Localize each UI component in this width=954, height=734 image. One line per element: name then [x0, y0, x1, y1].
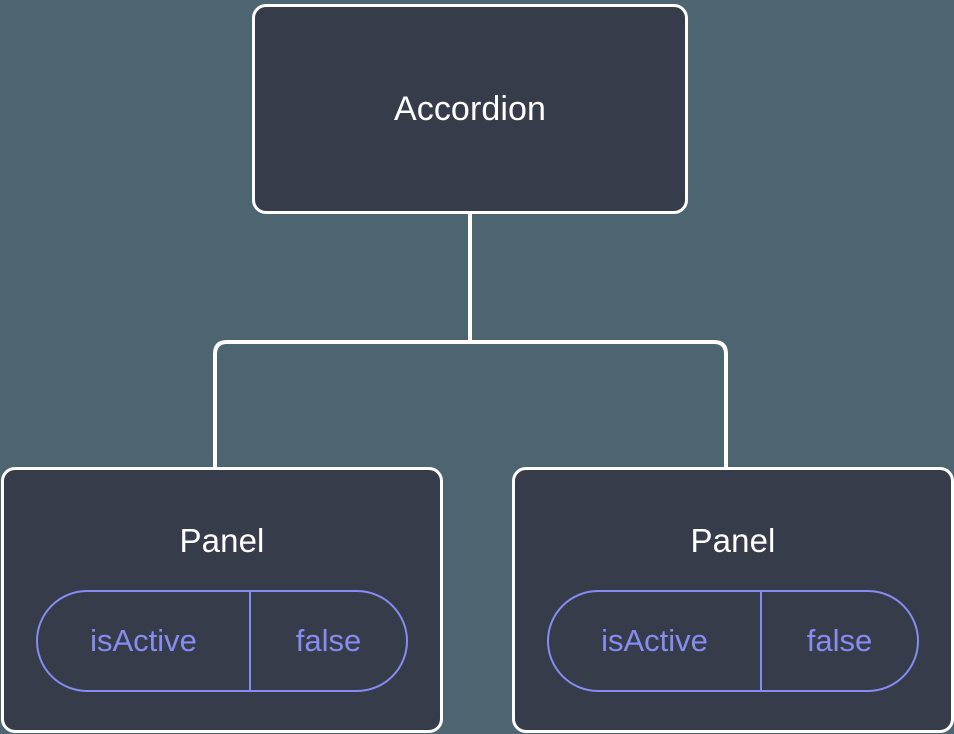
- state-badge-panel-1[interactable]: isActive false: [36, 590, 408, 692]
- connector-branch-right: [470, 340, 728, 470]
- node-panel-1[interactable]: Panel isActive false: [1, 467, 443, 733]
- state-key-panel-2: isActive: [549, 592, 762, 690]
- state-badge-panel-2[interactable]: isActive false: [547, 590, 919, 692]
- connector-branch-left: [213, 340, 470, 470]
- state-value-panel-2: false: [806, 623, 873, 658]
- node-panel-2[interactable]: Panel isActive false: [512, 467, 954, 733]
- node-panel-2-label: Panel: [690, 522, 776, 559]
- state-key-panel-1: isActive: [38, 592, 251, 690]
- node-accordion-label: Accordion: [393, 90, 547, 128]
- state-value-panel-1: false: [295, 623, 362, 658]
- node-panel-1-label: Panel: [179, 522, 265, 559]
- node-accordion[interactable]: Accordion: [252, 4, 688, 214]
